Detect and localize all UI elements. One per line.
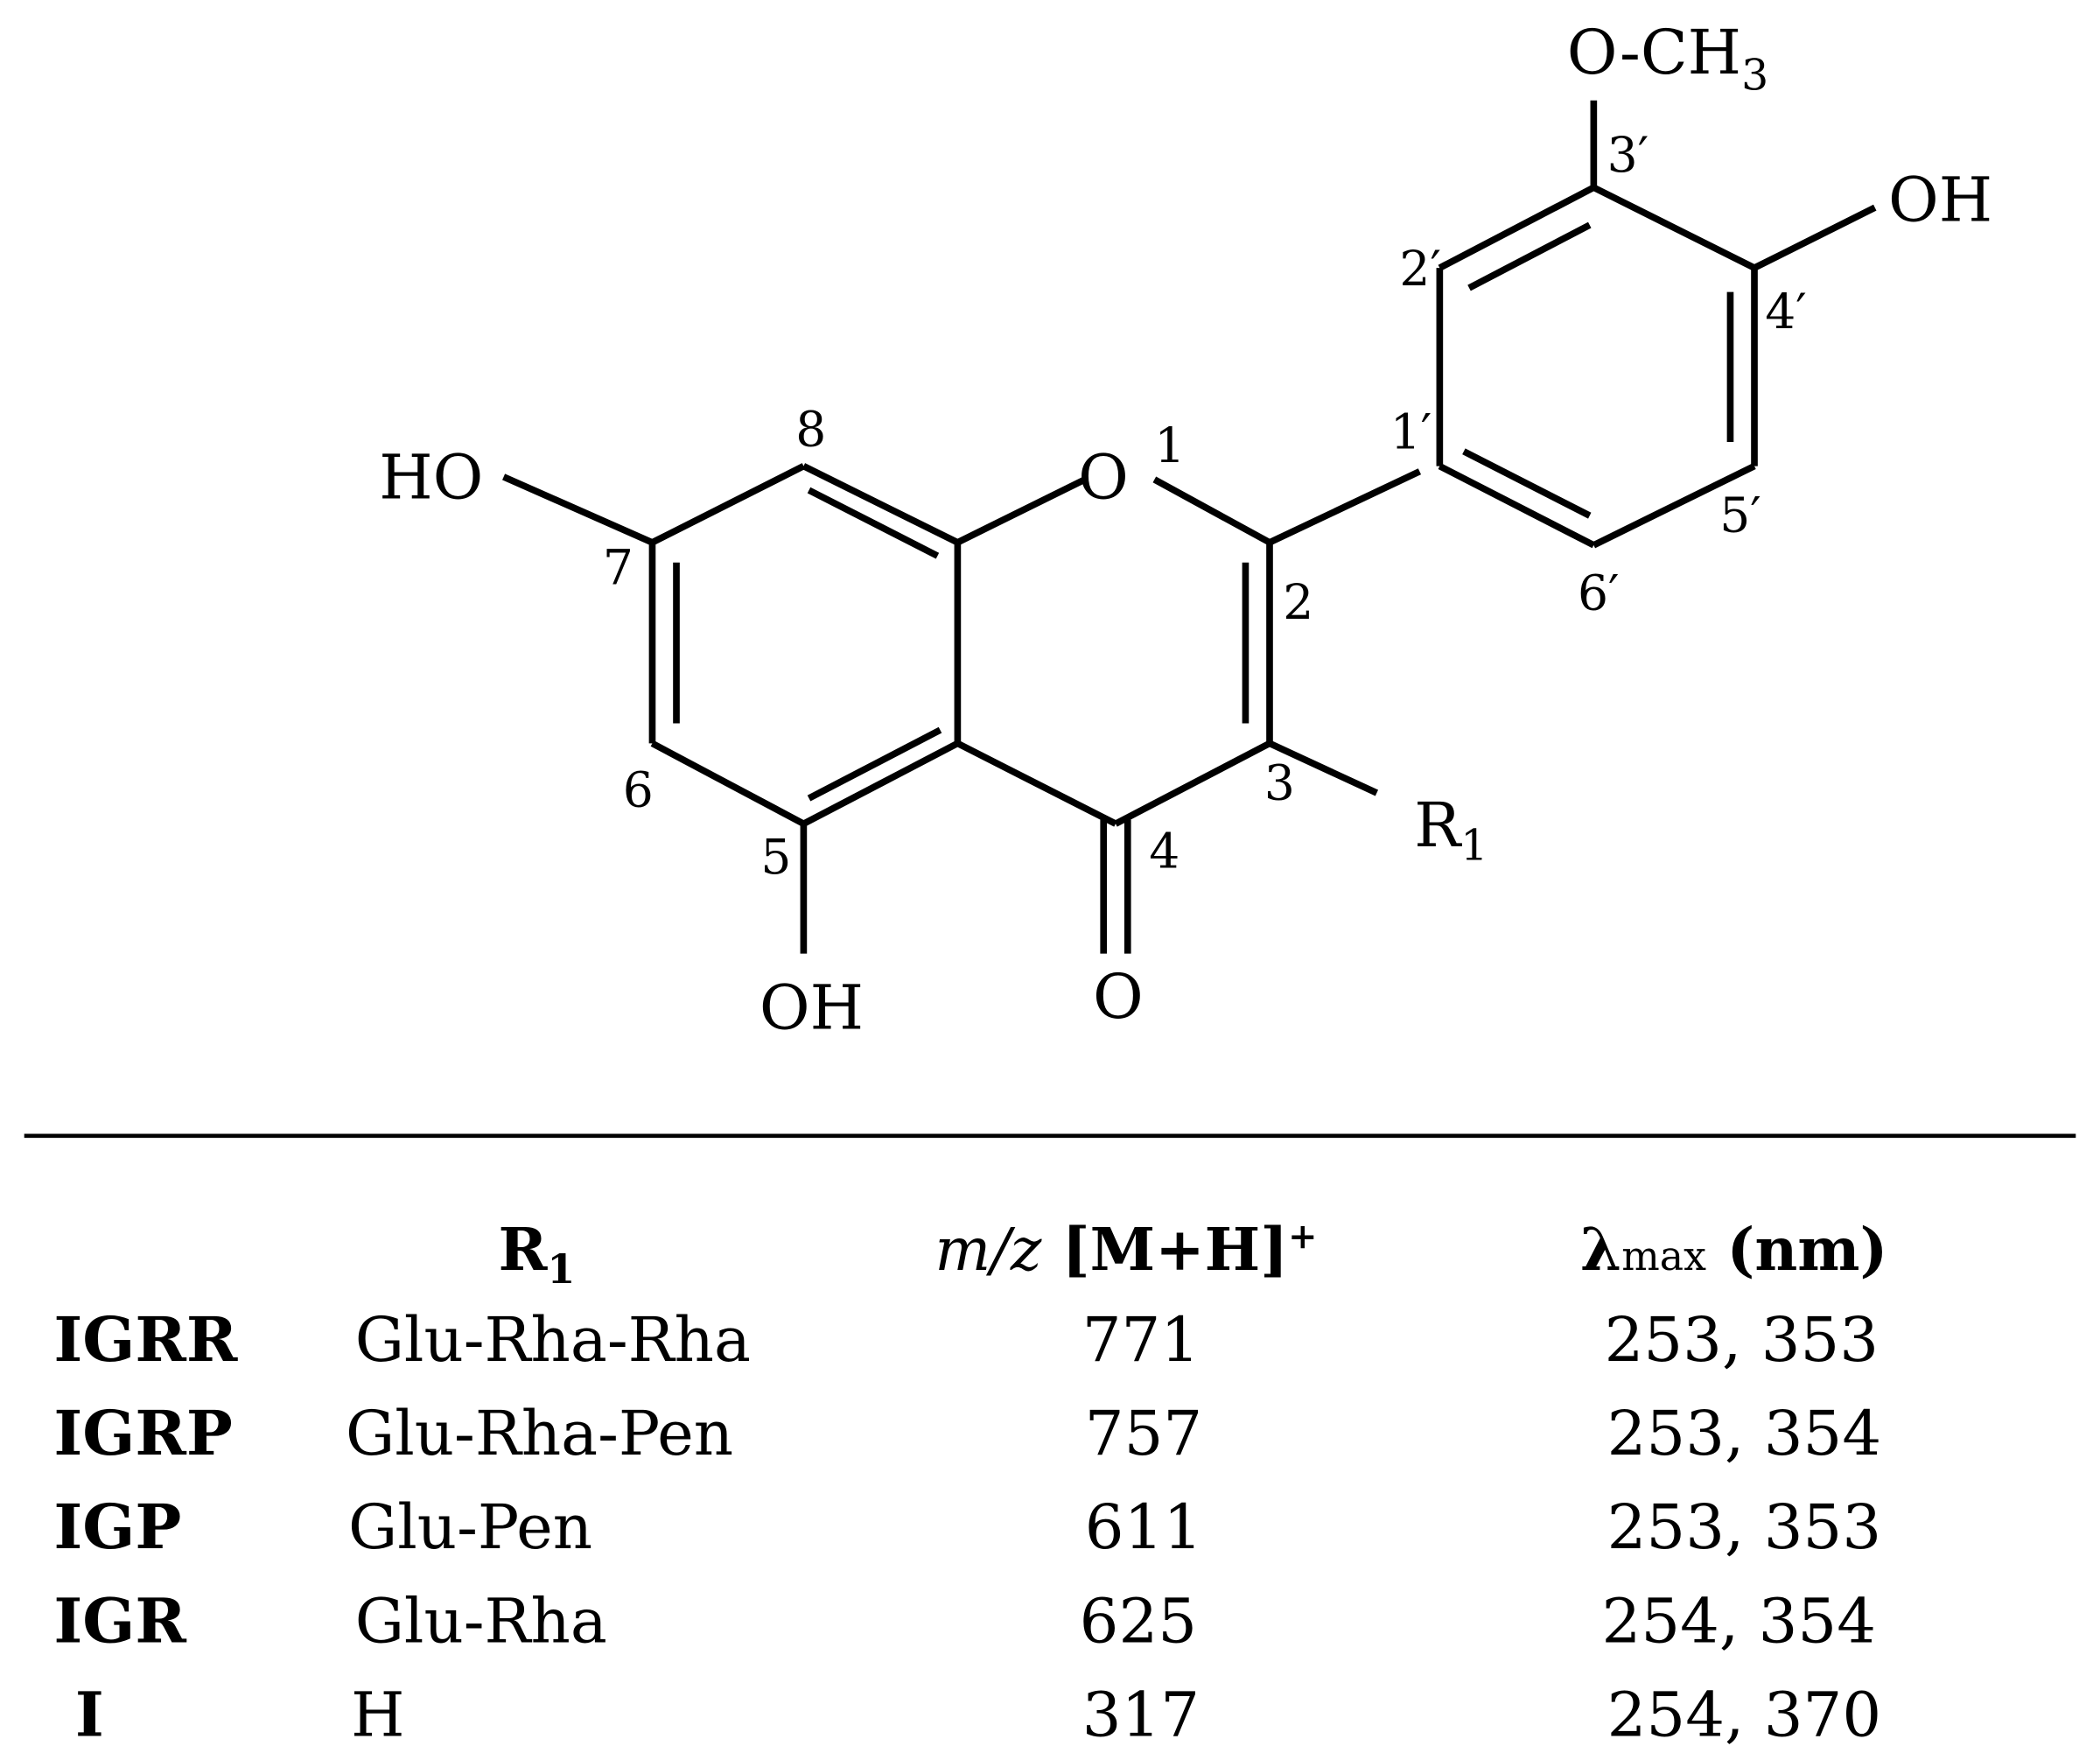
methoxy-label: O-CH3: [1567, 17, 1768, 100]
mz-value: 611: [1085, 1491, 1202, 1563]
position-6: 6: [623, 761, 654, 817]
r1-value: Glu-Rha: [355, 1585, 607, 1657]
mz-value: 625: [1080, 1585, 1197, 1657]
r1-value: Glu-Rha-Rha: [355, 1304, 751, 1376]
r1-substituent-label: R1: [1414, 789, 1488, 870]
table-row: I H 317 254, 370: [75, 1678, 1881, 1750]
compound-id: IGRR: [53, 1303, 238, 1376]
compound-id: I: [75, 1678, 104, 1750]
position-1prime: 1′: [1390, 404, 1432, 460]
compound-id: IGP: [53, 1490, 181, 1563]
table-row: IGR Glu-Rha 625 254, 354: [53, 1584, 1876, 1657]
lambda-value: 253, 353: [1605, 1304, 1879, 1376]
hydroxyl-4prime-label: OH: [1888, 165, 1992, 236]
structure-bonds: [502, 100, 1877, 954]
position-1: 1: [1154, 417, 1185, 473]
header-lambda-max: λmax (nm): [1580, 1215, 1887, 1284]
position-4: 4: [1149, 824, 1180, 880]
position-4prime: 4′: [1765, 284, 1807, 340]
mz-value: 771: [1082, 1304, 1200, 1376]
table-row: IGRP Glu-Rha-Pen 757 253, 354: [53, 1397, 1881, 1469]
position-2: 2: [1283, 574, 1313, 630]
hydroxyl-7-label: HO: [379, 441, 483, 513]
structure-position-numbers: 1 2 3 4 5 6 7 8 1′ 2′ 3′ 4′ 5′ 6′: [603, 127, 1807, 885]
mz-value: 757: [1085, 1398, 1202, 1469]
table-row: IGP Glu-Pen 611 253, 353: [53, 1490, 1881, 1563]
position-2prime: 2′: [1399, 241, 1441, 297]
table-body: IGRR Glu-Rha-Rha 771 253, 353 IGRP Glu-R…: [53, 1303, 1881, 1751]
table-header: R1 m/z [M+H]+ λmax (nm): [498, 1215, 1887, 1293]
position-6prime: 6′: [1578, 564, 1620, 621]
position-5: 5: [760, 829, 791, 885]
hydroxyl-5-label: OH: [760, 971, 864, 1043]
table-row: IGRR Glu-Rha-Rha 771 253, 353: [53, 1303, 1879, 1376]
header-mz: m/z [M+H]+: [934, 1215, 1317, 1284]
compound-id: IGR: [53, 1584, 186, 1657]
structure-atom-labels: HO O O OH OH O-CH3 R1: [379, 17, 1992, 1043]
r1-value: H: [351, 1679, 404, 1750]
carbonyl-oxygen-label: O: [1093, 961, 1144, 1033]
position-3prime: 3′: [1607, 127, 1649, 183]
header-r1: R1: [498, 1215, 575, 1293]
mz-value: 317: [1082, 1679, 1200, 1750]
position-8: 8: [795, 402, 826, 458]
compound-id: IGRP: [53, 1397, 232, 1469]
r1-value: Glu-Pen: [348, 1491, 592, 1563]
position-7: 7: [603, 539, 634, 595]
r1-value: Glu-Rha-Pen: [346, 1398, 733, 1469]
lambda-value: 253, 354: [1607, 1398, 1881, 1469]
position-5prime: 5′: [1719, 487, 1761, 543]
lambda-value: 254, 370: [1607, 1679, 1881, 1750]
lambda-value: 254, 354: [1602, 1585, 1876, 1657]
ring-oxygen-label: O: [1078, 441, 1129, 513]
position-3: 3: [1264, 755, 1295, 811]
lambda-value: 253, 353: [1607, 1491, 1881, 1563]
